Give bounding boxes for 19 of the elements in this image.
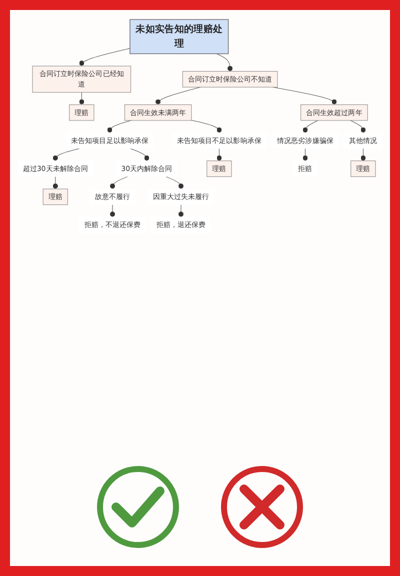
- connector: [52, 148, 80, 162]
- connector: [350, 120, 366, 134]
- connector: [166, 176, 184, 190]
- connector: [178, 204, 184, 218]
- connector: [79, 92, 84, 105]
- connector: [155, 86, 201, 105]
- connector: [216, 53, 233, 72]
- connector: [110, 176, 128, 190]
- connector: [52, 176, 58, 190]
- connector: [110, 204, 116, 218]
- connector: [216, 148, 222, 162]
- connector: [302, 148, 308, 162]
- node-box: 未如实告知的理赔处理: [130, 19, 229, 54]
- connector: [107, 120, 132, 134]
- connector: [79, 48, 130, 66]
- connector: [302, 120, 318, 134]
- connector: [130, 148, 150, 162]
- connector: [191, 120, 222, 134]
- connector: [360, 148, 366, 162]
